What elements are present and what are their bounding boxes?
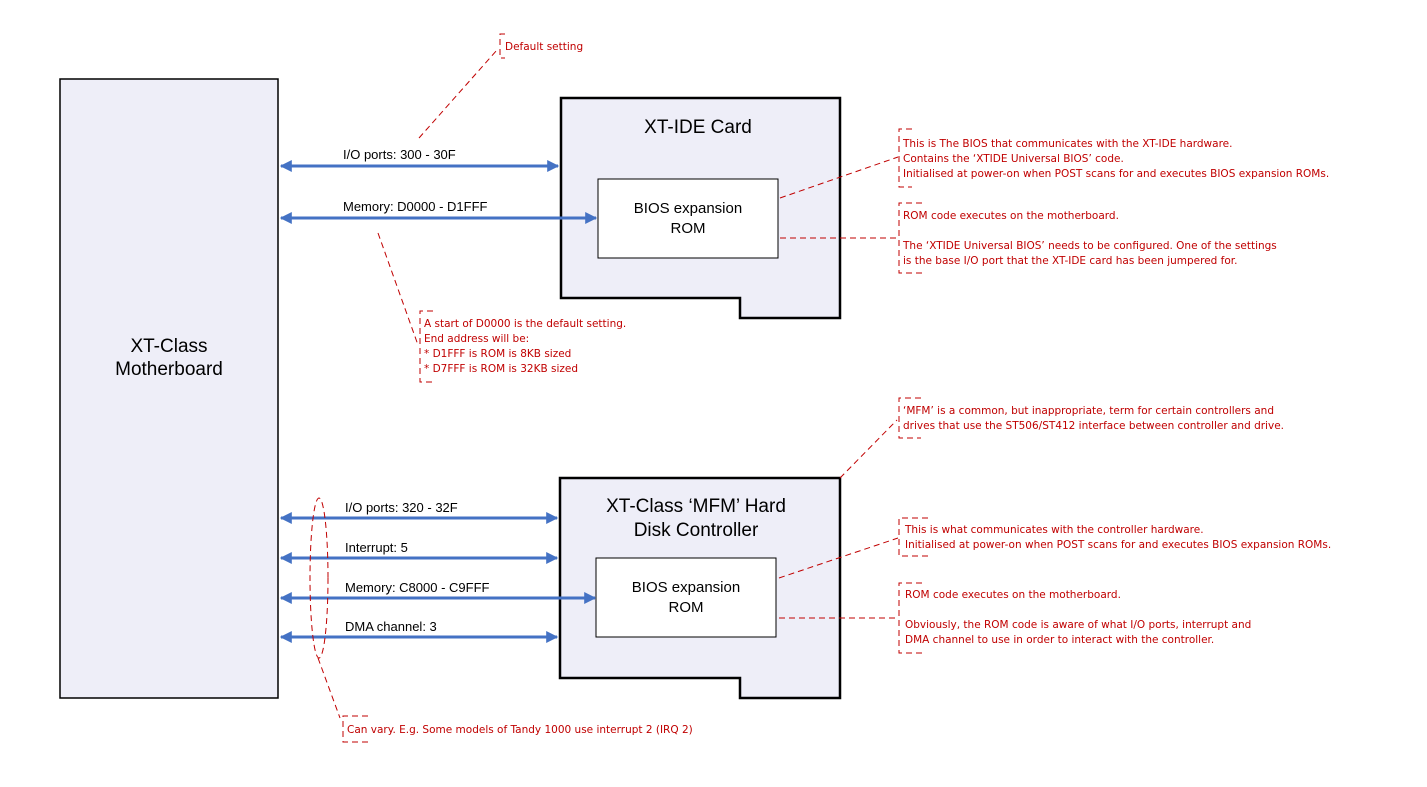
motherboard-rect [59, 78, 279, 699]
note-line: ROM code executes on the motherboard. [905, 589, 1121, 601]
mfm-card-title-line1: XT-Class ‘MFM’ Hard [606, 496, 786, 517]
note-line: Initialised at power-on when POST scans … [903, 168, 1329, 180]
bus-label: Interrupt: 5 [345, 540, 408, 555]
motherboard-title-line2: Motherboard [115, 359, 223, 380]
mfm-card-block: XT-Class ‘MFM’ Hard Disk Controller BIOS… [558, 476, 842, 700]
note-line: drives that use the ST506/ST412 interfac… [903, 420, 1284, 432]
annotation-mfm-term: ‘MFM’ is a common, but inappropriate, te… [839, 397, 1284, 479]
note-text: Default setting [505, 41, 583, 53]
note-line: End address will be: [424, 333, 529, 345]
leader-line [418, 49, 498, 139]
bracket [419, 310, 433, 383]
xtide-card-block: XT-IDE Card BIOS expansion ROM [559, 96, 842, 320]
note-line: This is what communicates with the contr… [904, 524, 1204, 536]
xtide-rom-label-line1: BIOS expansion [634, 200, 742, 217]
xtide-bus-memory: Memory: D0000 - D1FFF [279, 199, 598, 224]
note-line: Default setting [505, 41, 583, 53]
note-line: A start of D0000 is the default setting. [424, 318, 626, 330]
note-text: A start of D0000 is the default setting.… [424, 318, 626, 375]
note-line: This is The BIOS that communicates with … [902, 138, 1232, 150]
annotation-xtide-bios: This is The BIOS that communicates with … [779, 128, 1329, 199]
leader-line [377, 232, 419, 346]
note-line: * D1FFF is ROM is 8KB sized [424, 348, 571, 360]
bracket [898, 582, 922, 654]
bus-label: I/O ports: 300 - 30F [343, 147, 456, 162]
note-line: Contains the ‘XTIDE Universal BIOS’ code… [903, 153, 1124, 165]
mfm-rom-label-line2: ROM [669, 599, 704, 616]
mfm-card-title-line2: Disk Controller [634, 520, 759, 541]
bracket [499, 33, 505, 59]
note-text: This is The BIOS that communicates with … [902, 138, 1329, 180]
annotation-memory-start: A start of D0000 is the default setting.… [377, 232, 626, 383]
annotation-xtide-rom: ROM code executes on the motherboard. Th… [780, 202, 1277, 274]
xtide-bus-io: I/O ports: 300 - 30F [279, 147, 560, 172]
annotation-mfm-rom: ROM code executes on the motherboard. Ob… [779, 582, 1251, 654]
note-line: The ‘XTIDE Universal BIOS’ needs to be c… [902, 240, 1277, 252]
mfm-rom-label-line1: BIOS expansion [632, 579, 740, 596]
annotation-can-vary: Can vary. E.g. Some models of Tandy 1000… [309, 497, 693, 743]
bus-label: Memory: C8000 - C9FFF [345, 580, 490, 595]
note-line [903, 225, 906, 237]
note-line: * D7FFF is ROM is 32KB sized [424, 363, 578, 375]
note-line: ROM code executes on the motherboard. [903, 210, 1119, 222]
bracket [898, 517, 928, 557]
note-text: This is what communicates with the contr… [904, 524, 1331, 551]
bus-label: DMA channel: 3 [345, 619, 437, 634]
bracket [898, 397, 921, 439]
xtide-rom-label-line2: ROM [671, 220, 706, 237]
annotation-default-setting: Default setting [418, 33, 583, 139]
motherboard-title-line1: XT-Class [130, 336, 207, 357]
note-line: ‘MFM’ is a common, but inappropriate, te… [903, 405, 1274, 417]
note-line: is the base I/O port that the XT-IDE car… [903, 255, 1238, 267]
note-line: Obviously, the ROM code is aware of what… [905, 619, 1251, 631]
bracket [342, 715, 368, 743]
mfm-rom-box [595, 557, 777, 638]
motherboard-block: XT-Class Motherboard [59, 78, 279, 699]
leader-line [839, 419, 898, 479]
note-line: DMA channel to use in order to interact … [905, 634, 1214, 646]
mfm-bus-memory: Memory: C8000 - C9FFF [279, 580, 597, 604]
bus-label: I/O ports: 320 - 32F [345, 500, 458, 515]
mfm-bus-io: I/O ports: 320 - 32F [279, 500, 559, 524]
mfm-bus-interrupt: Interrupt: 5 [279, 540, 559, 564]
annotation-mfm-bios: This is what communicates with the contr… [778, 517, 1331, 579]
bus-label: Memory: D0000 - D1FFF [343, 199, 488, 214]
leader-line [317, 657, 341, 719]
mfm-bus-dma: DMA channel: 3 [279, 619, 559, 643]
leader-line [779, 156, 899, 199]
xtide-card-title: XT-IDE Card [644, 117, 752, 138]
note-text: Can vary. E.g. Some models of Tandy 1000… [347, 724, 693, 736]
note-line: Initialised at power-on when POST scans … [905, 539, 1331, 551]
xtide-rom-box [597, 178, 779, 259]
note-line [905, 604, 908, 616]
note-line: Can vary. E.g. Some models of Tandy 1000… [347, 724, 693, 736]
note-text: ROM code executes on the motherboard. Th… [902, 210, 1277, 267]
bracket [898, 128, 912, 188]
grouping-ellipse [309, 497, 329, 659]
note-text: ‘MFM’ is a common, but inappropriate, te… [903, 405, 1284, 432]
note-text: ROM code executes on the motherboard. Ob… [905, 589, 1251, 646]
bracket [898, 202, 922, 274]
leader-line [778, 537, 899, 579]
